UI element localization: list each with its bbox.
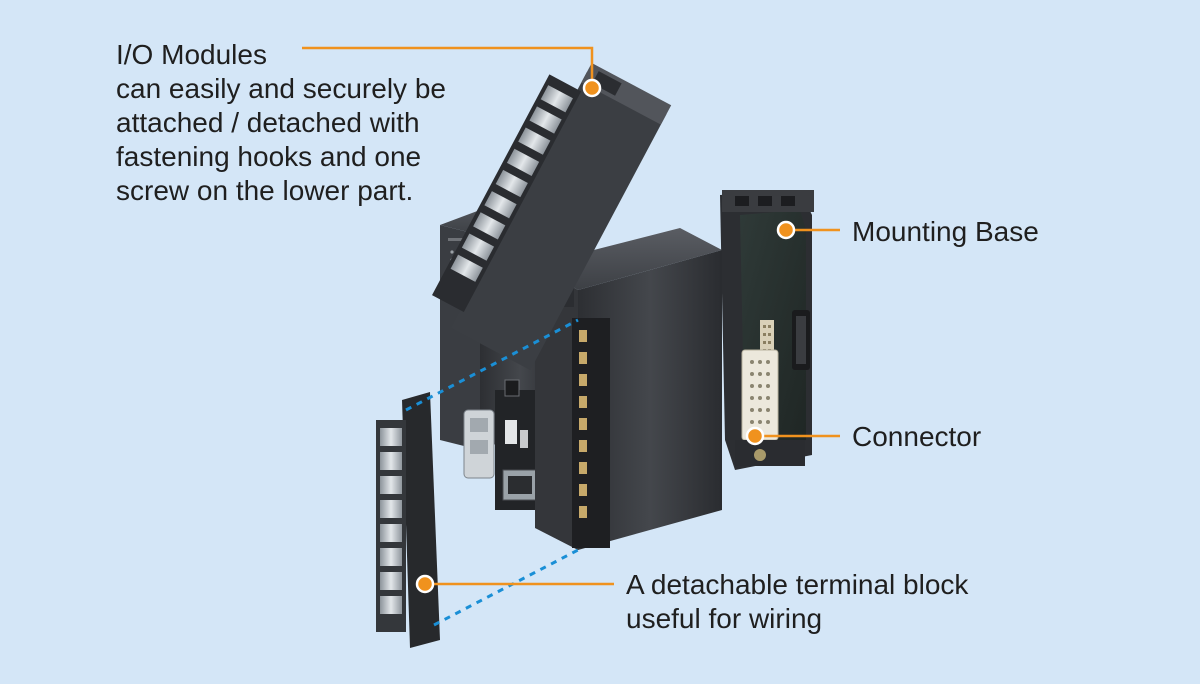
leader-lines <box>302 46 840 586</box>
callout-io-line-3: attached / detached with <box>116 107 420 138</box>
callout-io-modules: I/O Modules can easily and securely be a… <box>116 38 446 208</box>
callout-connector-label: Connector <box>852 421 982 452</box>
marker-connector <box>745 426 765 446</box>
leader-io-modules <box>302 46 594 84</box>
tilted-io-module-illustration <box>432 62 672 371</box>
marker-io-modules <box>582 78 602 98</box>
callout-io-line-1: I/O Modules <box>116 39 267 70</box>
marker-mounting-base <box>776 220 796 240</box>
io-module-illustration <box>535 228 722 550</box>
callout-mounting-base: Mounting Base <box>852 215 1039 249</box>
dashed-guide-bottom <box>433 548 579 627</box>
callout-io-line-2: can easily and securely be <box>116 73 446 104</box>
marker-terminal-block <box>415 574 435 594</box>
connector-illustration <box>735 349 805 466</box>
callout-mounting-base-label: Mounting Base <box>852 216 1039 247</box>
callout-terminal-block: A detachable terminal block useful for w… <box>626 568 968 636</box>
dashed-guides <box>405 318 579 627</box>
markers <box>415 78 796 594</box>
callout-io-line-4: fastening hooks and one <box>116 141 422 172</box>
dashed-guide-top <box>405 318 579 412</box>
callout-terminal-line-2: useful for wiring <box>626 603 823 634</box>
callout-terminal-line-1: A detachable terminal block <box>626 569 969 600</box>
callout-io-line-5: screw on the lower part. <box>116 175 414 206</box>
callout-connector: Connector <box>852 420 981 454</box>
terminal-block-illustration <box>376 392 495 648</box>
